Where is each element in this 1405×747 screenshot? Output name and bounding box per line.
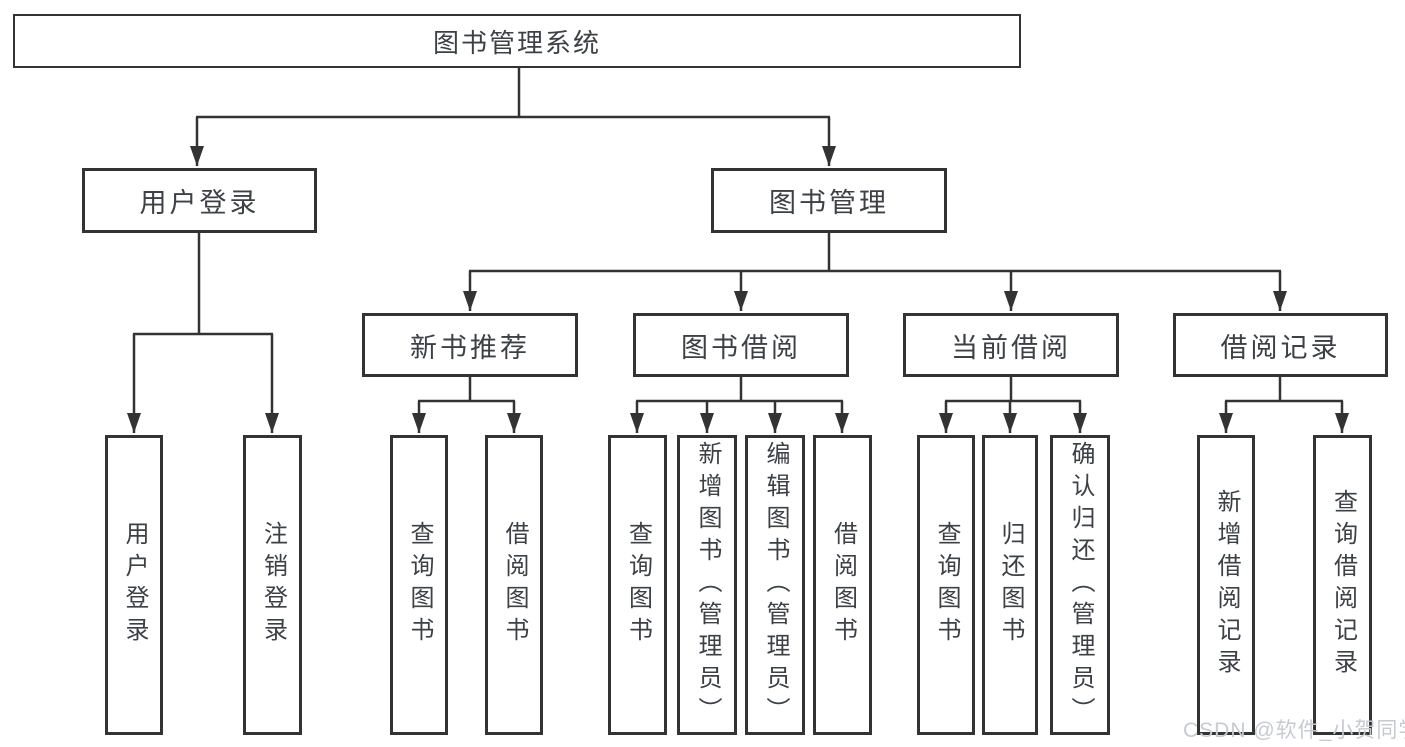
node-label: 借阅记录 — [1220, 332, 1341, 363]
leaf-label: 注销登录 — [259, 521, 287, 649]
node-label: 图书管理 — [769, 188, 889, 218]
leaf-user-login: 用户登录 — [105, 435, 163, 735]
leaf-label: 借阅图书 — [501, 521, 528, 649]
node-label: 图书管理系统 — [432, 27, 601, 58]
leaf-borrow-books: 借阅图书 — [813, 435, 872, 735]
leaf-label: 查询图书 — [933, 521, 960, 649]
leaf-edit-book-admin: 编辑图书（管理员） — [745, 435, 805, 735]
leaf-logout: 注销登录 — [243, 435, 302, 735]
node-current-borrow: 当前借阅 — [903, 313, 1119, 377]
leaf-label: 新增借阅记录 — [1213, 489, 1240, 681]
node-book-borrow: 图书借阅 — [633, 313, 849, 377]
leaf-label: 查询借阅记录 — [1329, 489, 1357, 681]
node-borrow-records: 借阅记录 — [1173, 313, 1388, 377]
leaf-label: 归还图书 — [997, 521, 1024, 649]
leaf-label: 用户登录 — [121, 521, 148, 649]
leaf-add-borrow-record: 新增借阅记录 — [1197, 435, 1255, 735]
node-root-system: 图书管理系统 — [13, 14, 1021, 68]
leaf-label: 新增图书（管理员） — [694, 441, 721, 729]
node-label: 新书推荐 — [410, 332, 530, 363]
leaf-confirm-return-admin: 确认归还（管理员） — [1050, 435, 1110, 735]
leaf-query-books-borrow: 查询图书 — [608, 435, 667, 735]
node-book-management: 图书管理 — [711, 168, 947, 233]
node-label: 图书借阅 — [681, 332, 801, 363]
leaf-return-book: 归还图书 — [982, 435, 1038, 735]
leaf-query-books-recommend: 查询图书 — [390, 435, 448, 735]
node-label: 当前借阅 — [951, 332, 1071, 363]
leaf-label: 借阅图书 — [829, 521, 857, 649]
csdn-watermark: CSDN @软件_小贺同学 — [1183, 719, 1405, 742]
leaf-label: 编辑图书（管理员） — [762, 441, 789, 729]
leaf-label: 查询图书 — [624, 521, 652, 649]
node-user-login: 用户登录 — [82, 168, 317, 233]
leaf-query-books-current: 查询图书 — [917, 435, 975, 735]
leaf-label: 查询图书 — [406, 521, 433, 649]
leaf-label: 确认归还（管理员） — [1067, 441, 1094, 729]
node-label: 用户登录 — [139, 188, 260, 218]
node-new-book-recommend: 新书推荐 — [362, 313, 578, 377]
leaf-borrow-books-recommend: 借阅图书 — [485, 435, 543, 735]
leaf-query-borrow-record: 查询借阅记录 — [1313, 435, 1372, 735]
leaf-add-book-admin: 新增图书（管理员） — [677, 435, 737, 735]
